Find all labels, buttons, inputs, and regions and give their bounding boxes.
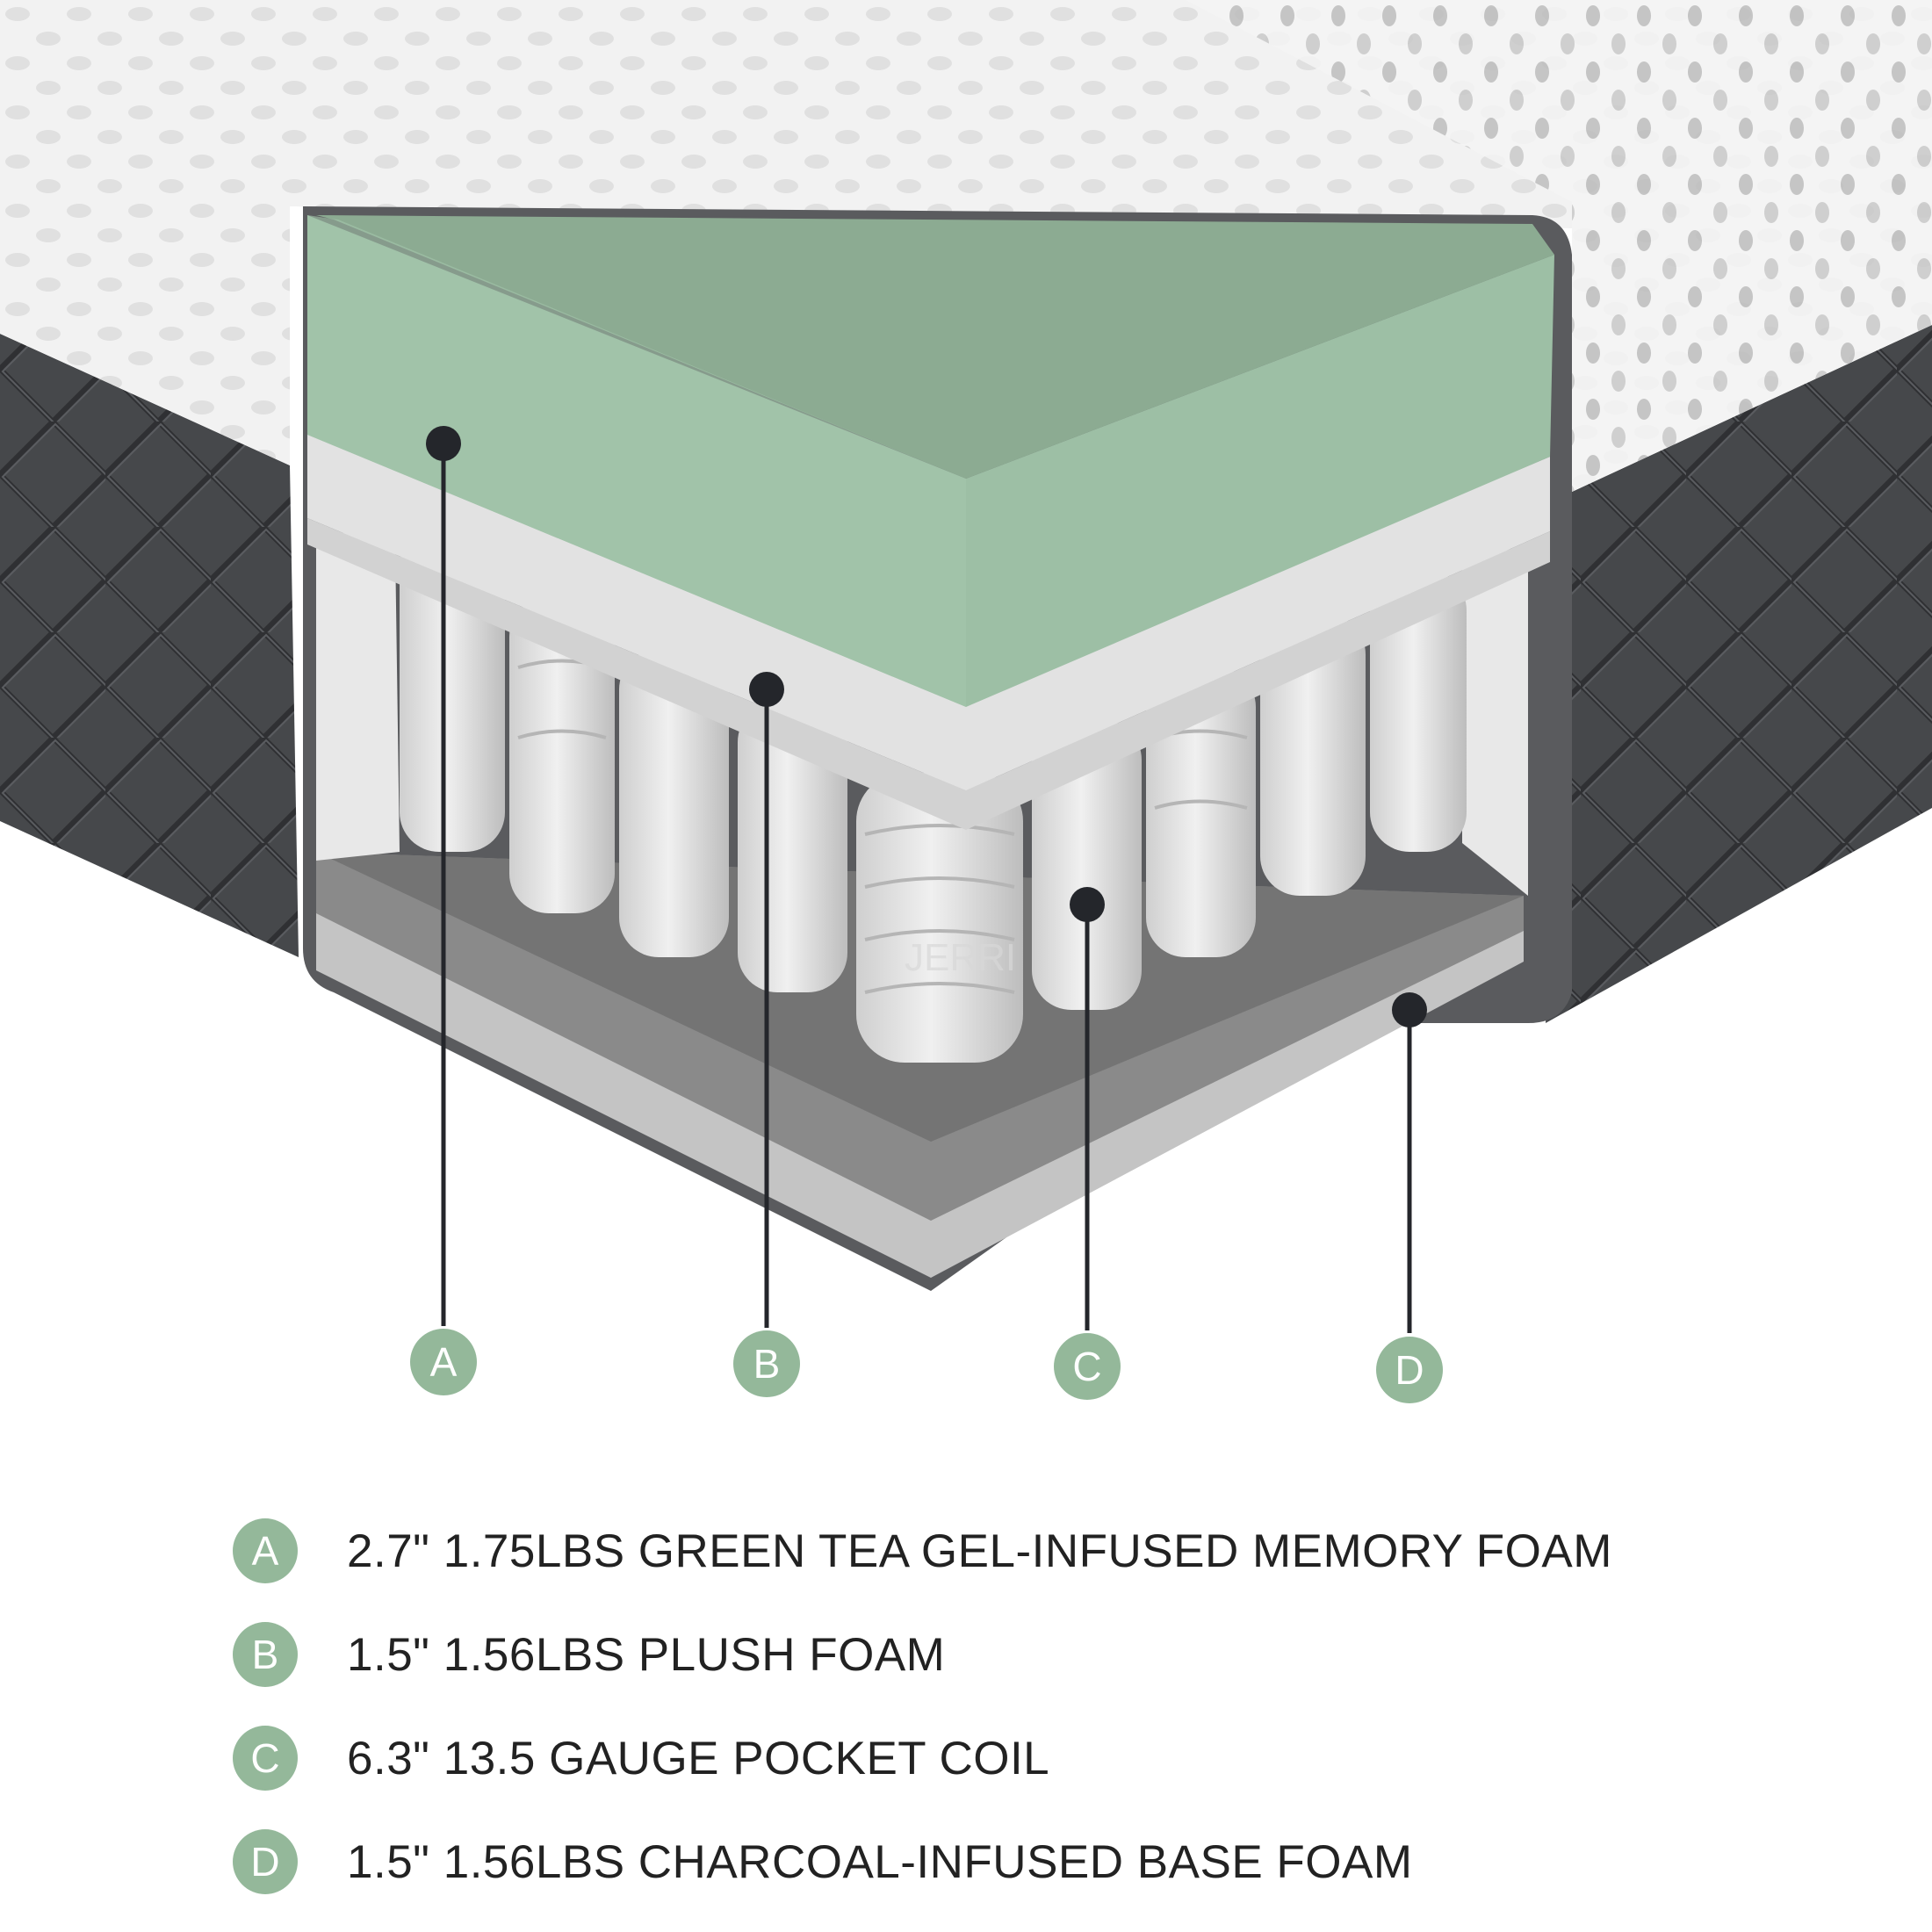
marker-c-letter: C bbox=[1072, 1344, 1101, 1389]
mattress-side-left bbox=[0, 334, 299, 957]
legend-text-c: 6.3" 13.5 GAUGE POCKET COIL bbox=[347, 1732, 1050, 1784]
legend-item-a: A 2.7" 1.75LBS GREEN TEA GEL-INFUSED MEM… bbox=[233, 1517, 1726, 1585]
pointer-dot-d bbox=[1392, 992, 1427, 1027]
legend-badge-a: A bbox=[233, 1518, 298, 1583]
pointer-lines bbox=[441, 443, 1412, 1333]
legend-text-b: 1.5" 1.56LBS PLUSH FOAM bbox=[347, 1628, 946, 1681]
marker-a: A bbox=[410, 1329, 477, 1395]
marker-c: C bbox=[1054, 1333, 1121, 1400]
marker-d: D bbox=[1376, 1337, 1443, 1403]
mattress-top-cover-right bbox=[1186, 0, 1932, 492]
memory-foam-side-shade bbox=[307, 215, 966, 707]
watermark: JERRI bbox=[905, 936, 1016, 979]
plush-foam-edge bbox=[307, 518, 1550, 830]
coil-cavity-right-wall bbox=[1462, 544, 1528, 896]
legend-badge-d: D bbox=[233, 1829, 298, 1894]
legend-item-c: C 6.3" 13.5 GAUGE POCKET COIL bbox=[233, 1724, 1726, 1792]
marker-b: B bbox=[733, 1330, 800, 1397]
plush-foam-layer bbox=[307, 430, 1550, 790]
marker-d-letter: D bbox=[1395, 1347, 1424, 1393]
mattress-side-right bbox=[1546, 325, 1932, 1023]
memory-foam-top bbox=[316, 215, 1554, 479]
legend-text-d: 1.5" 1.56LBS CHARCOAL-INFUSED BASE FOAM bbox=[347, 1835, 1413, 1888]
legend-text-a: 2.7" 1.75LBS GREEN TEA GEL-INFUSED MEMOR… bbox=[347, 1525, 1612, 1577]
legend-badge-c: C bbox=[233, 1726, 298, 1791]
memory-foam-layer bbox=[307, 215, 1554, 707]
pointer-dot-b bbox=[749, 672, 784, 707]
pointer-dot-a bbox=[426, 426, 461, 461]
coil-cavity-left-wall bbox=[316, 527, 400, 861]
marker-a-letter: A bbox=[430, 1339, 458, 1385]
legend-badge-b: B bbox=[233, 1622, 298, 1687]
legend-item-d: D 1.5" 1.56LBS CHARCOAL-INFUSED BASE FOA… bbox=[233, 1827, 1726, 1896]
pointer-dot-c bbox=[1070, 887, 1105, 922]
marker-b-letter: B bbox=[753, 1341, 781, 1387]
legend-item-b: B 1.5" 1.56LBS PLUSH FOAM bbox=[233, 1620, 1726, 1689]
layer-legend: A 2.7" 1.75LBS GREEN TEA GEL-INFUSED MEM… bbox=[233, 1517, 1726, 1931]
